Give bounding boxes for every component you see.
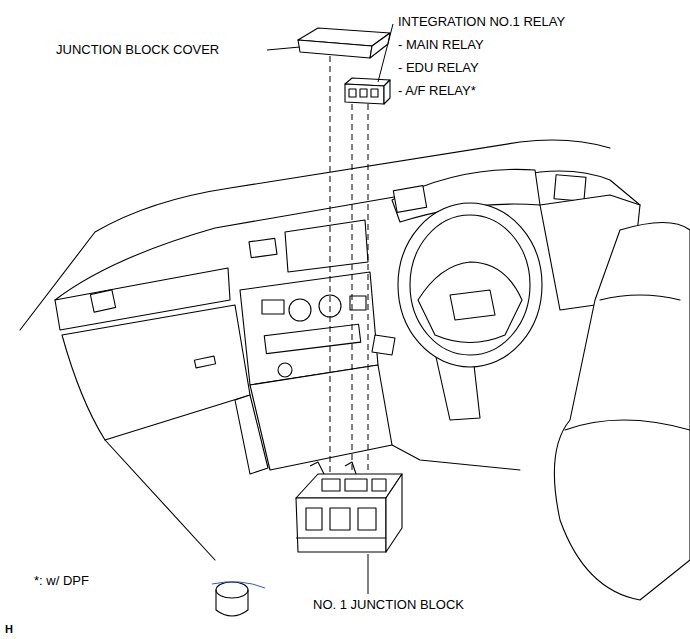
- floor-object: [216, 582, 248, 598]
- block-seam: [296, 537, 386, 538]
- fuse-slot: [345, 479, 367, 491]
- floor-object: [216, 590, 248, 616]
- part-name: NO. 1 JUNCTION BLOCK: [313, 597, 464, 612]
- mount-tab: [310, 462, 324, 474]
- floor-line: [392, 445, 520, 470]
- connector: [358, 508, 376, 530]
- lower-console: [250, 365, 392, 470]
- junction-block-top: [296, 474, 402, 498]
- steering-wheel-inner: [410, 215, 530, 355]
- driver-seat: [554, 223, 690, 601]
- air-vent: [90, 290, 115, 312]
- junction-block: [296, 498, 386, 552]
- install-line: [368, 104, 369, 476]
- knob: [278, 363, 292, 377]
- relay-cell: [349, 89, 356, 97]
- figure-code: H: [5, 622, 13, 637]
- relay-name: - MAIN RELAY: [398, 37, 484, 52]
- shift-lever: [372, 335, 395, 355]
- air-vent: [554, 175, 586, 202]
- footnote: *: w/ DPF: [34, 573, 89, 588]
- leader-line: [368, 554, 369, 594]
- integration-relay-end: [384, 80, 390, 104]
- center-display: [285, 220, 368, 272]
- junction-block-cover-side: [298, 40, 372, 58]
- part-name: INTEGRATION NO.1 RELAY: [398, 14, 565, 29]
- steering-hub: [418, 262, 522, 343]
- relay-name: - EDU RELAY: [398, 60, 479, 75]
- fuse-slot: [372, 479, 386, 491]
- air-vent: [393, 186, 426, 213]
- leader-line: [378, 24, 393, 82]
- floor-line: [105, 440, 215, 560]
- relay-name: - A/F RELAY*: [398, 83, 476, 98]
- fuse-slot: [322, 479, 340, 491]
- horn-pad: [450, 290, 495, 320]
- seat-seam: [600, 295, 680, 300]
- seat-seam: [565, 420, 690, 430]
- knob: [289, 299, 311, 321]
- mount-tab: [345, 462, 356, 474]
- connector: [330, 508, 350, 530]
- install-line: [352, 104, 353, 476]
- blue-wire: [212, 582, 265, 588]
- leader-line: [267, 47, 300, 50]
- install-line: [330, 56, 331, 476]
- junction-block-side: [386, 474, 402, 552]
- integration-relay: [345, 84, 384, 104]
- console-side: [235, 395, 268, 474]
- steering-wheel: [398, 203, 542, 367]
- glove-handle: [194, 356, 215, 368]
- connector: [306, 508, 322, 530]
- part-name: JUNCTION BLOCK COVER: [56, 42, 219, 57]
- air-vent: [249, 238, 277, 257]
- switch: [262, 300, 284, 314]
- audio-panel: [264, 324, 360, 353]
- relay-cell: [371, 89, 378, 97]
- relay-cell: [360, 89, 367, 97]
- glove-box: [62, 305, 250, 440]
